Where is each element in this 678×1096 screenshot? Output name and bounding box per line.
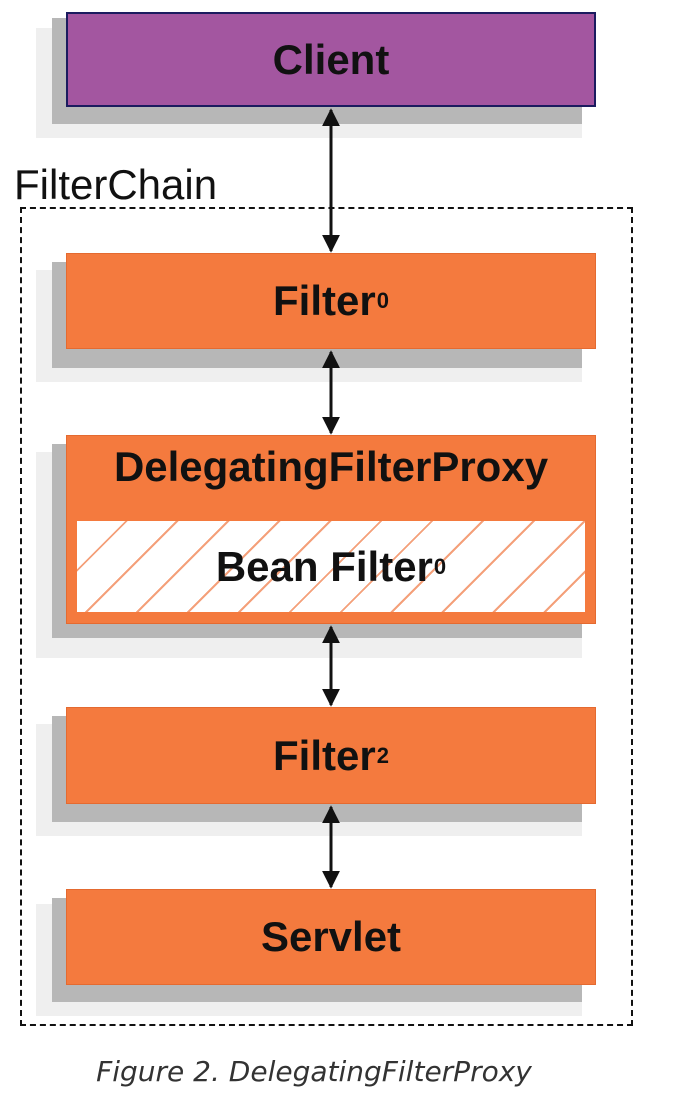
bean-filter-label: Bean Filter <box>215 542 433 590</box>
client-label: Client <box>272 35 390 83</box>
filter-chain-label: FilterChain <box>14 161 218 208</box>
filter0-subscript: 0 <box>376 288 389 313</box>
filter2-subscript: 2 <box>376 742 389 768</box>
servlet-label: Servlet <box>260 913 402 960</box>
filter0-label: Filter <box>273 277 376 324</box>
servlet-box: Servlet <box>66 889 596 985</box>
delegating-filter-proxy-label: DelegatingFilterProxy <box>113 443 549 490</box>
filter2-label: Filter <box>273 731 376 779</box>
client-box: Client <box>66 12 596 107</box>
figure-caption: Figure 2. DelegatingFilterProxy <box>96 1055 532 1088</box>
bean-filter-subscript: 0 <box>433 553 447 579</box>
